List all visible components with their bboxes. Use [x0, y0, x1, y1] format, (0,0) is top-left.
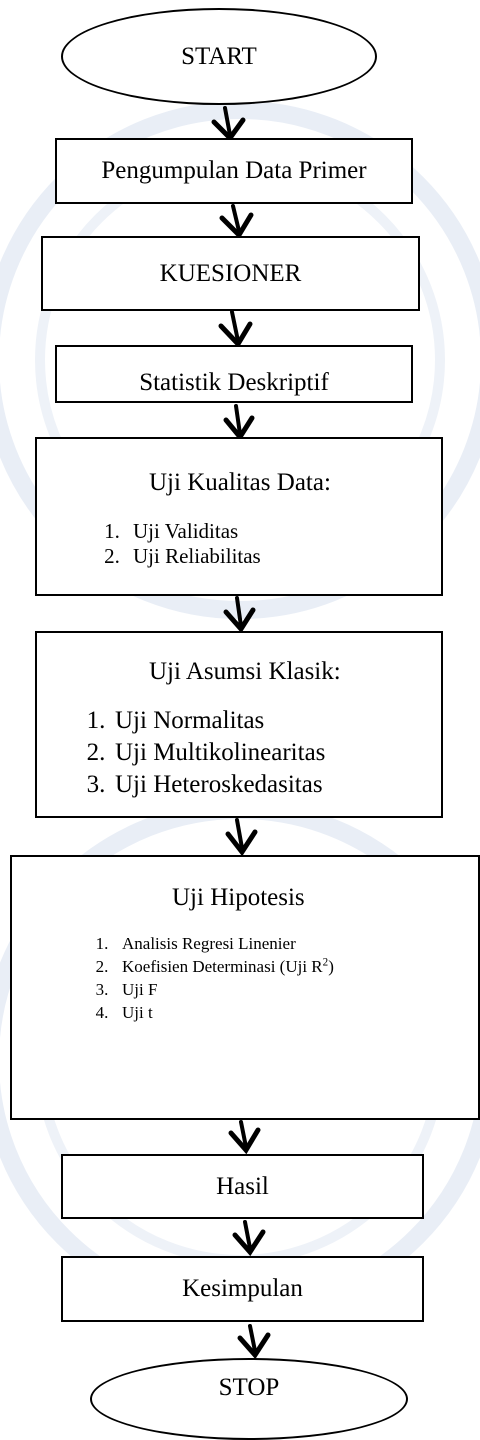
flowchart-canvas: START Pengumpulan Data Primer KUESIONER … [0, 8, 480, 1440]
list-item: 2. Uji Multikolinearitas [77, 737, 326, 769]
list-number: 4. [95, 1002, 109, 1022]
arrow-hypothesis-to-result [228, 1120, 261, 1155]
classic-assumption-test-box: Uji Asumsi Klasik: 1. Uji Normalitas 2. Uj… [35, 631, 443, 818]
list-text: Uji Validitas [133, 518, 239, 543]
list-item: 1. Uji Validitas [91, 519, 261, 544]
arrow-start-to-primary-data [211, 106, 246, 142]
list-number: 1. [86, 706, 106, 734]
primary-data-collection-box: Pengumpulan Data Primer [55, 138, 413, 204]
descriptive-statistics-label: Statistik Deskriptif [139, 369, 329, 396]
arrow-data-quality-to-classic-assumption [223, 596, 256, 634]
list-number: 2. [86, 738, 106, 766]
list-item: 2. Koefisien Determinasi (Uji R2) [82, 955, 334, 978]
list-text: Uji Normalitas [115, 706, 265, 734]
arrow-classic-assumption-to-hypothesis [225, 818, 258, 857]
list-number: 2. [95, 956, 109, 976]
list-number: 3. [95, 979, 109, 999]
superscript: 2 [322, 955, 329, 968]
list-item: 2. Uji Reliabilitas [91, 544, 261, 569]
list-item: 3. Uji Heteroskedasitas [77, 769, 325, 801]
list-text: Uji t [122, 1002, 153, 1022]
conclusion-label: Kesimpulan [182, 1275, 303, 1303]
result-box: Hasil [61, 1154, 424, 1219]
hypothesis-test-heading: Uji Hipotesis [172, 884, 305, 911]
data-quality-test-heading: Uji Kualitas Data: [149, 469, 331, 496]
list-number: 2. [104, 543, 120, 568]
list-text: Uji Heteroskedasitas [115, 770, 323, 798]
descriptive-statistics-box: Statistik Deskriptif [55, 345, 413, 403]
list-item: 1. Uji Normalitas [77, 705, 325, 737]
questionnaire-label: KUESIONER [159, 259, 302, 287]
start-label: START [181, 42, 257, 70]
list-item: 1. Analisis Regresi Linenier [82, 932, 334, 955]
arrow-descriptive-to-data-quality [223, 404, 255, 442]
list-text-tail: ) [328, 956, 334, 976]
data-quality-test-list: 1. Uji Validitas 2. Uji Reliabilitas [91, 519, 261, 569]
primary-data-collection-label: Pengumpulan Data Primer [101, 157, 367, 185]
list-text: Koefisien Determinasi (Uji R [122, 956, 323, 976]
list-item: 4. Uji t [82, 1001, 334, 1024]
questionnaire-box: KUESIONER [41, 236, 420, 311]
list-number: 3. [86, 770, 106, 798]
arrow-conclusion-to-stop [237, 1324, 271, 1360]
arrow-primary-data-to-questionnaire [219, 204, 254, 240]
arrow-result-to-conclusion [232, 1220, 266, 1257]
list-text: Uji Multikolinearitas [115, 738, 326, 766]
list-text: Uji F [122, 979, 158, 999]
hypothesis-test-list: 1. Analisis Regresi Linenier 2. Koefisien … [82, 932, 334, 1024]
list-number: 1. [95, 933, 109, 953]
list-item: 3. Uji F [82, 978, 334, 1001]
classic-assumption-test-list: 1. Uji Normalitas 2. Uji Multikolinearitas… [77, 705, 326, 801]
list-text: Analisis Regresi Linenier [122, 933, 296, 953]
arrow-questionnaire-to-descriptive [218, 310, 253, 349]
list-number: 1. [104, 518, 120, 543]
classic-assumption-test-heading: Uji Asumsi Klasik: [149, 658, 341, 685]
data-quality-test-box: Uji Kualitas Data: 1. Uji Validitas 2. Uji… [35, 437, 443, 596]
result-label: Hasil [216, 1172, 269, 1200]
stop-label: STOP [218, 1374, 280, 1402]
hypothesis-test-box: Uji Hipotesis 1. Analisis Regresi Linenie… [10, 855, 480, 1120]
conclusion-box: Kesimpulan [61, 1256, 424, 1322]
stop-terminal: STOP [90, 1358, 408, 1440]
start-terminal: START [61, 8, 377, 105]
list-text: Uji Reliabilitas [133, 543, 261, 568]
